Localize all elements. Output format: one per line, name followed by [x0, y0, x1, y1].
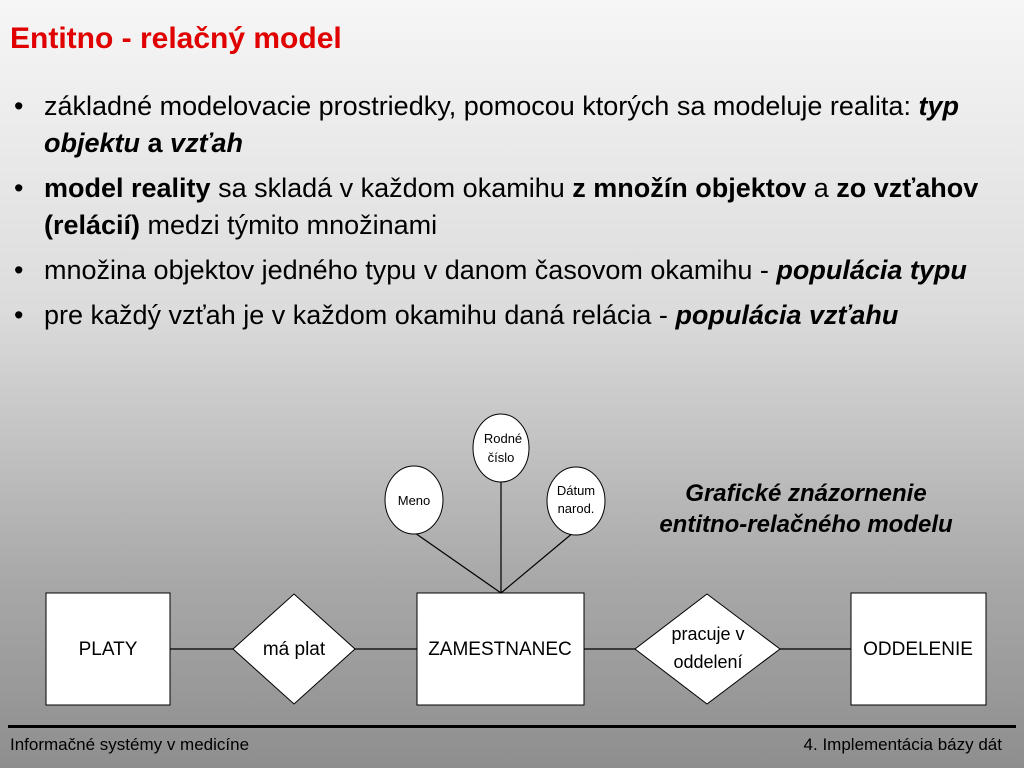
- bullet-run: z množín objektov: [572, 173, 807, 203]
- bullet-run: zo vzťahov (relácií): [44, 173, 979, 240]
- bullet-item: • model reality sa skladá v každom okamih…: [14, 170, 1014, 244]
- entity-platy: PLATY: [45, 592, 171, 706]
- relation-ma-plat: má plat: [232, 593, 356, 705]
- bullet-run: typ objektu: [44, 91, 959, 158]
- bullet-run: medzi týmito množinami: [140, 210, 438, 240]
- attribute-datum-narod: Dátum narod.: [546, 466, 606, 536]
- bullet-run: pre každý vzťah je v každom okamihu daná…: [44, 300, 676, 330]
- bullet-item: • pre každý vzťah je v každom okamihu dan…: [14, 297, 1014, 334]
- bullet-run: a: [140, 128, 171, 158]
- attribute-label: Meno: [398, 493, 431, 508]
- bullet-text: model reality sa skladá v každom okamihu…: [44, 173, 978, 240]
- bullet-run: vzťah: [170, 128, 244, 158]
- attribute-label: Dátum: [557, 483, 595, 498]
- bullet-item: • množina objektov jedného typu v danom č…: [14, 252, 1014, 289]
- diagram-caption: Grafické znázornenie entitno-relačného m…: [659, 480, 953, 538]
- bullet-dot: •: [14, 300, 24, 330]
- relation-pracuje-v-oddeleni: pracuje v oddelení: [634, 593, 781, 705]
- footer-divider: [8, 725, 1016, 728]
- bullet-run: populácia vzťahu: [675, 300, 899, 330]
- attribute-meno: Meno: [384, 465, 444, 535]
- bullet-run: sa skladá v každom okamihu: [210, 173, 573, 203]
- bullet-text: základné modelovacie prostriedky, pomoco…: [44, 91, 959, 158]
- bullet-run: populácia typu: [776, 255, 967, 285]
- relation-label: pracuje v: [671, 624, 744, 644]
- entity-label: ZAMESTNANEC: [428, 639, 572, 660]
- connector-line: [500, 531, 575, 594]
- attribute-label: číslo: [488, 450, 515, 465]
- attribute-label: narod.: [558, 501, 595, 516]
- footer-lecture-title: 4. Implementácia bázy dát: [803, 735, 1002, 754]
- bullet-run: množina objektov jedného typu v danom ča…: [44, 255, 777, 285]
- footer-course-name: Informačné systémy v medicíne: [10, 735, 250, 754]
- diagram-connectors: [170, 482, 851, 650]
- bullet-text: množina objektov jedného typu v danom ča…: [44, 255, 967, 285]
- bullet-text: pre každý vzťah je v každom okamihu daná…: [44, 300, 898, 330]
- bullet-run: základné modelovacie prostriedky, pomoco…: [44, 91, 919, 121]
- entity-label: ODDELENIE: [863, 639, 973, 660]
- attribute-rodne-cislo: Rodné číslo: [472, 413, 530, 483]
- relation-label: oddelení: [673, 652, 742, 672]
- bullet-run: a: [806, 173, 837, 203]
- bullet-dot: •: [14, 255, 24, 285]
- bullet-list: • základné modelovacie prostriedky, pomoc…: [14, 88, 1014, 342]
- entity-label: PLATY: [79, 639, 138, 660]
- bullet-dot: •: [14, 173, 24, 203]
- entity-oddelenie: ODDELENIE: [850, 592, 987, 706]
- slide-title: Entitno - relačný model: [10, 22, 342, 55]
- entity-zamestnanec: ZAMESTNANEC: [416, 592, 585, 706]
- connector-line: [414, 532, 502, 594]
- bullet-run: model reality: [44, 173, 211, 203]
- bullet-item: • základné modelovacie prostriedky, pomoc…: [14, 88, 1014, 162]
- bullet-dot: •: [14, 91, 24, 121]
- relation-label: má plat: [263, 639, 326, 660]
- attribute-label: Rodné: [484, 431, 522, 446]
